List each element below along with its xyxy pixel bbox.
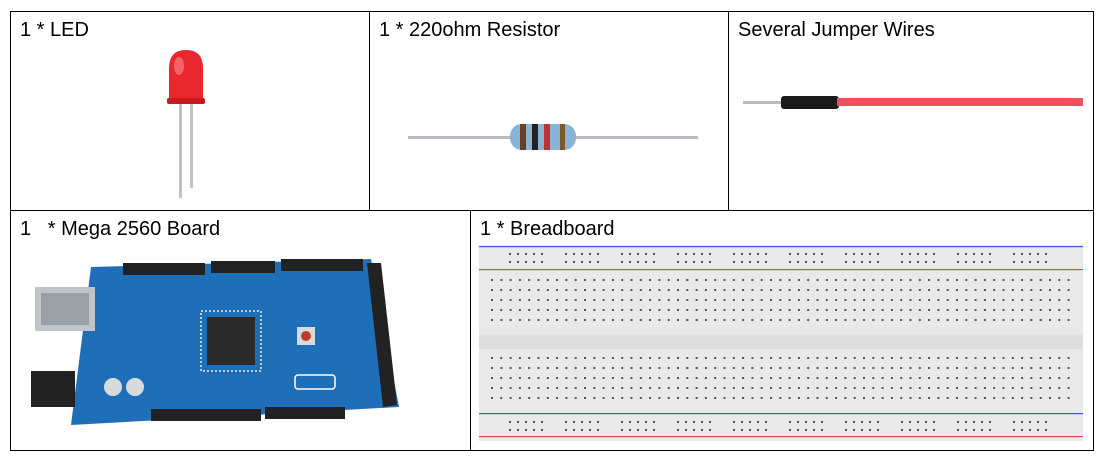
col-divider-2 bbox=[728, 12, 729, 210]
breadboard-label: 1 * Breadboard bbox=[480, 218, 615, 240]
mega-cell: 1 * Mega 2560 Board bbox=[11, 211, 470, 451]
col-divider-3 bbox=[470, 210, 471, 450]
row-divider bbox=[11, 210, 1093, 211]
led-cell: 1 * LED bbox=[11, 12, 369, 210]
wires-label: Several Jumper Wires bbox=[738, 19, 935, 41]
component-table: 1 * LED 1 * 220ohm Resistor Several Jump… bbox=[10, 11, 1094, 451]
jumper-wire-image bbox=[743, 96, 1083, 109]
resistor-image bbox=[408, 124, 698, 150]
col-divider-1 bbox=[369, 12, 370, 210]
led-label: 1 * LED bbox=[20, 19, 89, 41]
mega-board-image bbox=[31, 259, 399, 425]
wires-cell: Several Jumper Wires bbox=[729, 12, 1093, 210]
mega-label: 1 * Mega 2560 Board bbox=[20, 218, 221, 240]
breadboard-image bbox=[479, 245, 1083, 441]
led-image bbox=[167, 50, 205, 198]
breadboard-cell: 1 * Breadboard bbox=[471, 211, 1093, 451]
resistor-label: 1 * 220ohm Resistor bbox=[379, 19, 561, 41]
resistor-cell: 1 * 220ohm Resistor bbox=[370, 12, 728, 210]
